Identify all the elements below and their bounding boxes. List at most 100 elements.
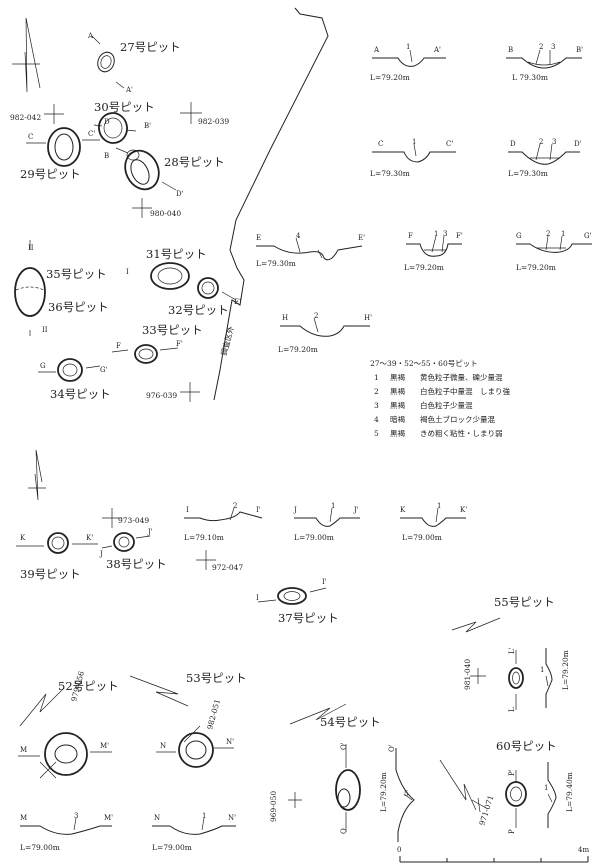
level-F: L=79.20m [404, 263, 444, 272]
section-I-mark: I [256, 594, 259, 602]
coord-972-047: 972-047 [212, 563, 243, 572]
section-profile-F [406, 235, 462, 257]
profile-G-layer-1: 1 [561, 230, 565, 238]
level-I: L=79.10m [184, 533, 224, 542]
grid-cross-976-039 [180, 382, 200, 402]
pit-30-plan [93, 112, 137, 144]
scale-end: 4m [578, 846, 589, 854]
profile-A-layer: 1 [406, 43, 410, 51]
level-C: L=79.30m [370, 169, 410, 178]
profile-I-end: I' [256, 506, 261, 514]
pit-54-label: 54号ピット [320, 715, 381, 729]
pit-52-plan [18, 687, 112, 779]
profile-G-layer-2: 2 [546, 230, 550, 238]
level-B: L 79.30m [512, 73, 548, 82]
pit-54-plan [288, 703, 361, 832]
section-profile-G [516, 235, 592, 253]
section-J-mark: J [99, 550, 103, 558]
section-profile-K [400, 507, 466, 527]
pit-29-plan [26, 127, 100, 167]
profile-G-start: G [516, 232, 522, 240]
grid-cross-982-039 [180, 102, 202, 124]
plan-L-end: L [508, 707, 516, 712]
profile-E-start: E [256, 234, 261, 242]
pit-27-plan [91, 35, 125, 89]
pit-37-label: 37号ピット [278, 611, 339, 625]
north-arrow-middle [28, 449, 46, 501]
section-profile-O [395, 748, 415, 842]
level-J: L=79.00m [294, 533, 334, 542]
profile-F-end: F' [456, 232, 463, 240]
section-F-mark: F [116, 342, 121, 350]
section-A2-mark: A' [125, 86, 133, 94]
pit-34-label: 34号ピット [50, 387, 111, 401]
section-J2-mark: J' [147, 528, 153, 536]
level-P: L=79.40m [565, 772, 574, 812]
profile-N-layer: 1 [202, 812, 206, 820]
section-profile-P [547, 762, 557, 828]
profile-D-end: D' [574, 140, 582, 148]
profile-K-layer: 1 [437, 502, 441, 510]
pit-39-label: 39号ピット [20, 567, 81, 581]
profile-M-layer: 3 [74, 812, 78, 820]
profile-H-layer: 2 [314, 312, 318, 320]
pit-35-label: 35号ピット [46, 267, 107, 281]
profile-H-start: H [282, 314, 288, 322]
section-profile-L [545, 648, 553, 708]
profile-B-layer-3: 3 [551, 43, 555, 51]
profile-B-layer-2: 2 [539, 43, 543, 51]
section-profile-C [372, 143, 456, 163]
pit-29-label: 29号ピット [20, 167, 81, 181]
profile-B-start: B [508, 46, 513, 54]
scale-start: 0 [397, 846, 401, 854]
pit-60-plan [439, 759, 527, 828]
plan-P-end: P [508, 829, 516, 834]
pit-38-label: 38号ピット [106, 557, 167, 571]
section-marker-33: II [42, 326, 48, 334]
section-G2-mark: G' [100, 366, 108, 374]
pit-31-label: 31号ピット [146, 247, 207, 261]
legend-desc-4: 褐色土ブロック少量混 [420, 414, 495, 424]
section-profile-H [280, 317, 370, 337]
grid-cross-972-047 [196, 550, 216, 570]
legend-color-2: 黒褐 [390, 386, 405, 396]
profile-N-end: N' [228, 814, 236, 822]
pit-55-label: 55号ピット [494, 595, 555, 609]
level-E: L=79.30m [256, 259, 296, 268]
profile-D-start: D [510, 140, 516, 148]
profile-A-end: A' [433, 46, 441, 54]
profile-J-start: J [293, 506, 297, 514]
profile-M-end: M' [104, 814, 113, 822]
profile-I-start: I [186, 506, 189, 514]
pit-60-label: 60号ピット [496, 739, 557, 753]
section-marker-31: I [126, 268, 129, 276]
section-I2-mark: I' [322, 578, 327, 586]
coord-980-040: 980-040 [150, 209, 181, 218]
section-D2-mark: D' [176, 190, 184, 198]
level-M: L=79.00m [20, 843, 60, 852]
profile-C-end: C' [446, 140, 453, 148]
section-B2-mark: B' [144, 122, 151, 130]
section-marker-35: II [28, 244, 34, 252]
plan-L-start: L' [508, 647, 516, 654]
plan-O-end: O [340, 828, 348, 834]
pit-34-plan [38, 358, 101, 382]
legend-n-4: 4 [374, 415, 379, 424]
legend-color-3: 黒褐 [390, 400, 405, 410]
section-profile-M [20, 817, 112, 835]
profile-D-layer-3: 3 [552, 138, 556, 146]
pit-27-label: 27号ピット [120, 40, 181, 54]
section-D-mark: D [104, 118, 110, 126]
section-C2-mark: C' [88, 130, 95, 138]
level-L: L=79.20m [561, 650, 570, 690]
survey-boundary-line [213, 7, 329, 401]
section-profile-D [508, 143, 580, 165]
pit-53-label: 53号ピット [186, 671, 247, 685]
pit-52-label: 52号ピット [58, 679, 119, 693]
legend-desc-5: きめ粗く粘性・しまり弱 [420, 428, 503, 438]
section-K-mark: K [20, 534, 26, 542]
profile-D-layer-2: 2 [539, 138, 543, 146]
profile-J-layer: 1 [331, 502, 335, 510]
section-profile-B [506, 49, 582, 69]
coord-982-042: 982-042 [10, 113, 41, 122]
